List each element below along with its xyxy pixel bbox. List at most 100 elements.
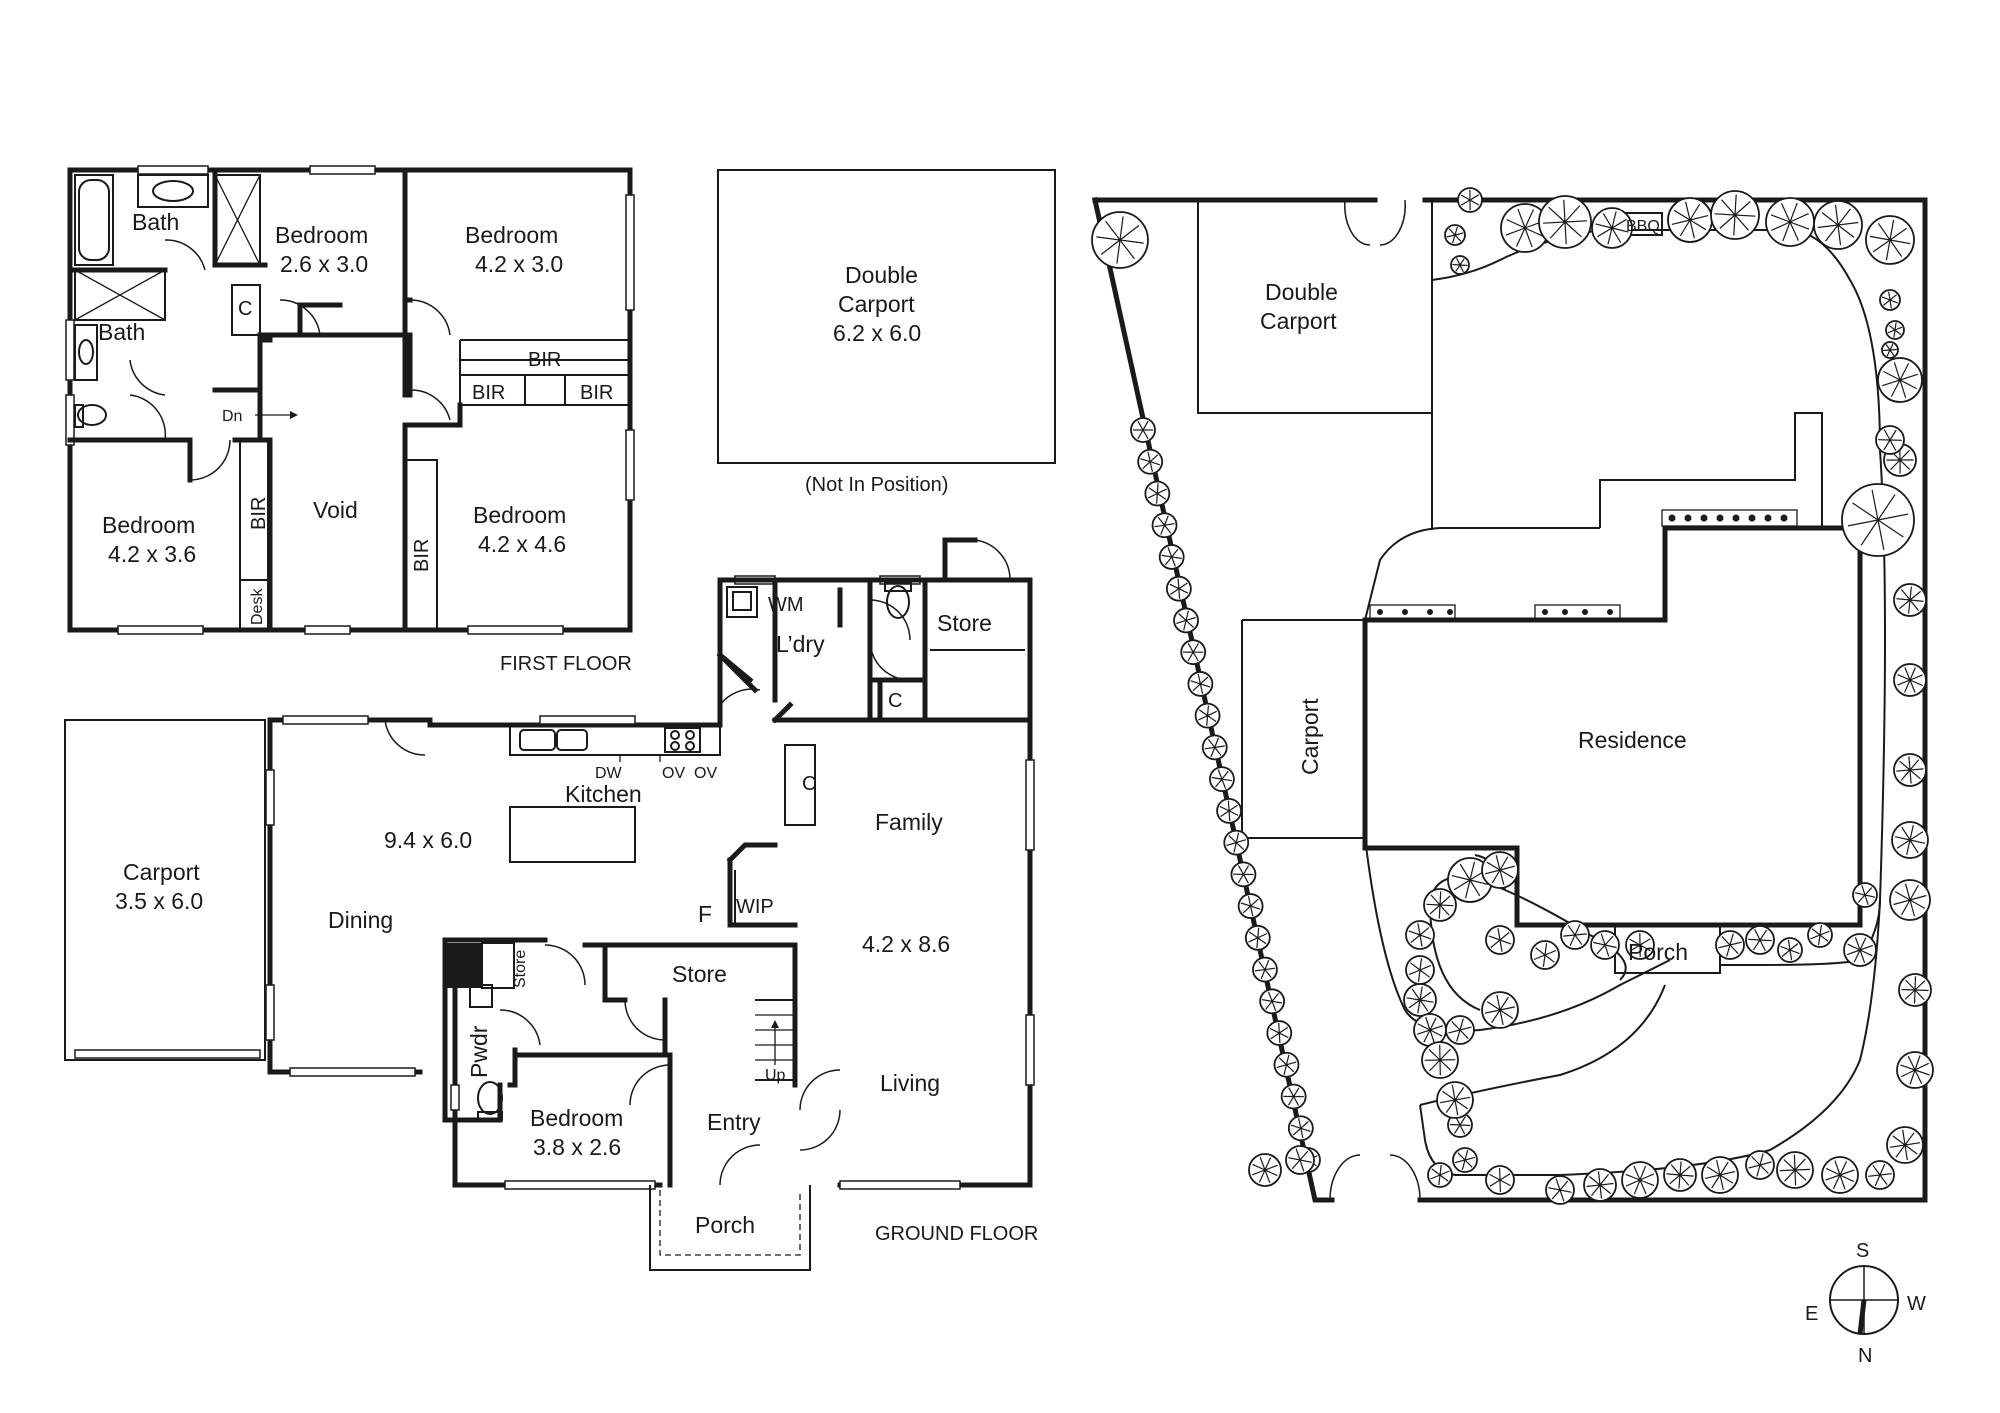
tree-icon [1173, 607, 1199, 634]
tree-icon [1893, 663, 1927, 697]
tree-icon [1777, 937, 1803, 963]
bath-label: Bath [132, 209, 179, 235]
tree-icon [1423, 888, 1457, 922]
room-name: Bedroom [465, 222, 558, 248]
tree-icon [1403, 983, 1437, 1017]
desk-label: Desk [249, 588, 266, 625]
tree-icon [1230, 861, 1257, 888]
room-name: Bedroom [473, 502, 566, 528]
tree-icon [1667, 197, 1713, 243]
tree-icon [1879, 289, 1901, 311]
tree-icon [1841, 483, 1915, 557]
tree-icon [1807, 922, 1833, 948]
room-name: Bedroom [530, 1105, 623, 1131]
tree-icon [1776, 1151, 1814, 1189]
carport-note: (Not In Position) [805, 474, 948, 496]
room-size: 3.8 x 2.6 [533, 1134, 621, 1160]
tree-icon [1273, 1051, 1300, 1078]
compass-south: S [1856, 1240, 1869, 1262]
room-name: Family [875, 809, 943, 835]
first-floor-plan: Bath Bath Bedroom 2.6 x 3.0 Bedroom 4.2 … [65, 165, 635, 675]
tree-icon [1421, 1041, 1459, 1079]
compass-north: N [1858, 1345, 1872, 1367]
ground-floor-plan: DW OV OV Kitchen 9.4 x 6.0 Dining Carpor… [64, 537, 1038, 1271]
detached-carport: Double Carport 6.2 x 6.0 (Not In Positio… [717, 169, 1056, 496]
tree-icon [1898, 973, 1932, 1007]
tree-icon [1427, 1162, 1453, 1188]
tree-icon [1765, 197, 1815, 247]
tree-icon [1663, 1158, 1697, 1192]
floor-caption: GROUND FLOOR [875, 1223, 1038, 1245]
tree-icon [1405, 920, 1435, 950]
site-label: Double [1265, 279, 1338, 305]
tree-icon [1285, 1145, 1315, 1175]
appliance-label: OV [662, 765, 685, 782]
bath-label: Bath [98, 319, 145, 345]
fridge-label: F [698, 901, 712, 927]
tree-icon [1821, 1156, 1859, 1194]
tree-icon [1144, 480, 1171, 507]
tree-icon [1893, 753, 1927, 787]
tree-icon [1885, 320, 1905, 340]
room-name: Carport [123, 859, 200, 885]
appliance-label: WM [768, 594, 804, 616]
tree-icon [1280, 1083, 1307, 1110]
floor-caption: FIRST FLOOR [500, 653, 632, 675]
room-name: Store [512, 950, 529, 988]
tree-icon [1266, 1020, 1293, 1046]
room-name: Bedroom [275, 222, 368, 248]
room-size: 4.2 x 4.6 [478, 531, 566, 557]
appliance-label: OV [694, 765, 717, 782]
tree-icon [1436, 1081, 1474, 1119]
tree-icon [1252, 956, 1278, 983]
tree-icon [1481, 991, 1519, 1029]
room-size: 3.5 x 6.0 [115, 888, 203, 914]
site-label: Carport [1297, 698, 1323, 775]
tree-icon [1237, 893, 1264, 919]
tree-icon [1447, 1112, 1473, 1138]
cupboard-label: C [888, 690, 902, 712]
tree-icon [1710, 190, 1760, 240]
tree-icon [1591, 207, 1633, 249]
tree-icon [1445, 1015, 1475, 1045]
bir-label: BIR [528, 349, 561, 371]
carport-size: 6.2 x 6.0 [833, 320, 921, 346]
tree-icon [1877, 357, 1923, 403]
tree-icon [1813, 200, 1863, 250]
tree-icon [1194, 702, 1221, 729]
room-name: Void [313, 497, 358, 523]
room-name: Porch [695, 1212, 755, 1238]
tree-icon [1244, 924, 1271, 951]
tree-icon [1745, 1150, 1775, 1180]
room-name: Living [880, 1070, 940, 1096]
tree-icon [1891, 821, 1929, 859]
compass-icon: S W E N [1805, 1240, 1926, 1367]
site-label: Residence [1578, 727, 1687, 753]
room-size: 4.2 x 3.0 [475, 251, 563, 277]
room-name: Dining [328, 907, 393, 933]
room-name: L’dry [776, 631, 825, 657]
room-name: Store [937, 610, 992, 636]
tree-icon [1151, 512, 1178, 539]
tree-icon [1745, 925, 1775, 955]
tree-icon [1485, 1165, 1515, 1195]
tree-icon [1165, 575, 1192, 602]
room-name: WIP [736, 896, 774, 918]
tree-icon [1875, 425, 1905, 455]
tree-icon [1715, 930, 1745, 960]
tree-icon [1223, 829, 1250, 856]
tree-icon [1865, 215, 1915, 265]
room-name: Kitchen [565, 781, 642, 807]
site-label: Porch [1628, 939, 1688, 965]
tree-icon [1452, 1147, 1478, 1173]
tree-icon [1590, 930, 1620, 960]
tree-icon [1545, 1175, 1575, 1205]
tree-icon [1889, 879, 1931, 921]
site-label: BBQ [1626, 218, 1660, 235]
cupboard-label: C [802, 773, 816, 795]
tree-icon [1560, 920, 1590, 950]
tree-icon [1621, 1161, 1659, 1199]
tree-icon [1405, 955, 1435, 985]
room-size: 4.2 x 3.6 [108, 541, 196, 567]
